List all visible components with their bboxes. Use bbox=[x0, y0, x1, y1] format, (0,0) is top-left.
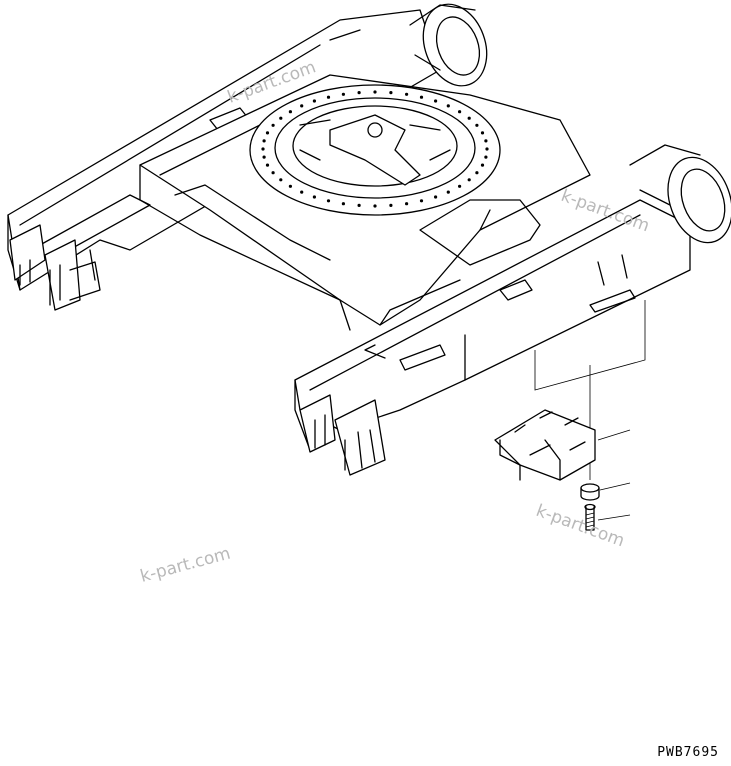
bolt-hole bbox=[419, 199, 424, 203]
bolt-hole bbox=[467, 116, 471, 120]
bolt-hole bbox=[446, 104, 450, 108]
bolt-hole bbox=[458, 110, 462, 114]
bolt-hole bbox=[326, 199, 331, 203]
bolt-hole bbox=[475, 171, 479, 175]
bolt-hole bbox=[373, 90, 377, 94]
callout-leader-2 bbox=[599, 482, 631, 491]
bolt-hole bbox=[279, 178, 283, 182]
swing-circle bbox=[249, 84, 501, 216]
bolt-hole bbox=[312, 99, 316, 103]
bolt-hole bbox=[271, 171, 275, 175]
mounting-bolt bbox=[584, 503, 596, 531]
watermark: k-part.com bbox=[138, 544, 233, 587]
bolt-hole bbox=[288, 184, 292, 188]
drawing-code: PWB7695 bbox=[657, 745, 719, 760]
bolt-hole bbox=[357, 91, 361, 95]
spacer-collar bbox=[580, 483, 600, 501]
exploded-components bbox=[494, 300, 646, 531]
front-idler-left bbox=[409, 3, 488, 87]
bolt-hole bbox=[405, 202, 409, 206]
bolt-hole bbox=[279, 116, 283, 120]
bolt-hole bbox=[271, 123, 275, 127]
bolt-hole bbox=[262, 139, 266, 143]
bolt-hole bbox=[467, 178, 471, 182]
bolt-hole bbox=[446, 190, 450, 194]
bolt-hole bbox=[357, 203, 361, 207]
bolt-hole bbox=[262, 155, 266, 159]
bolt-hole bbox=[389, 91, 393, 95]
callout-leader-1 bbox=[597, 429, 631, 441]
bolt-hole bbox=[475, 123, 479, 127]
bolt-hole bbox=[389, 203, 393, 207]
bolt-hole bbox=[373, 204, 377, 208]
bolt-hole bbox=[484, 155, 488, 159]
bolt-hole bbox=[480, 131, 485, 135]
bolt-hole bbox=[405, 92, 409, 96]
bolt-hole bbox=[300, 190, 304, 194]
bolt-hole bbox=[300, 104, 304, 108]
bolt-hole bbox=[265, 131, 270, 135]
front-idler-right bbox=[629, 144, 731, 244]
bolt-hole bbox=[480, 163, 485, 167]
bolt-hole bbox=[458, 184, 462, 188]
bolt-hole bbox=[312, 195, 316, 199]
right-side-frame bbox=[294, 199, 691, 476]
bolt-hole bbox=[434, 99, 438, 103]
bolt-hole bbox=[326, 95, 331, 99]
bolt-hole bbox=[484, 139, 488, 143]
callout-leader-3 bbox=[597, 514, 631, 521]
bolt-hole bbox=[434, 195, 438, 199]
watermark: k-part.com bbox=[533, 501, 627, 551]
bolt-hole bbox=[341, 202, 345, 206]
bolt-hole bbox=[341, 92, 345, 96]
bolt-hole bbox=[419, 95, 424, 99]
bolt-hole bbox=[265, 163, 270, 167]
track-guard-bracket bbox=[494, 409, 596, 481]
bolt-hole bbox=[288, 110, 292, 114]
bolt-hole bbox=[261, 147, 265, 151]
bolt-hole bbox=[485, 147, 489, 151]
track-frame-assembly bbox=[7, 3, 731, 476]
